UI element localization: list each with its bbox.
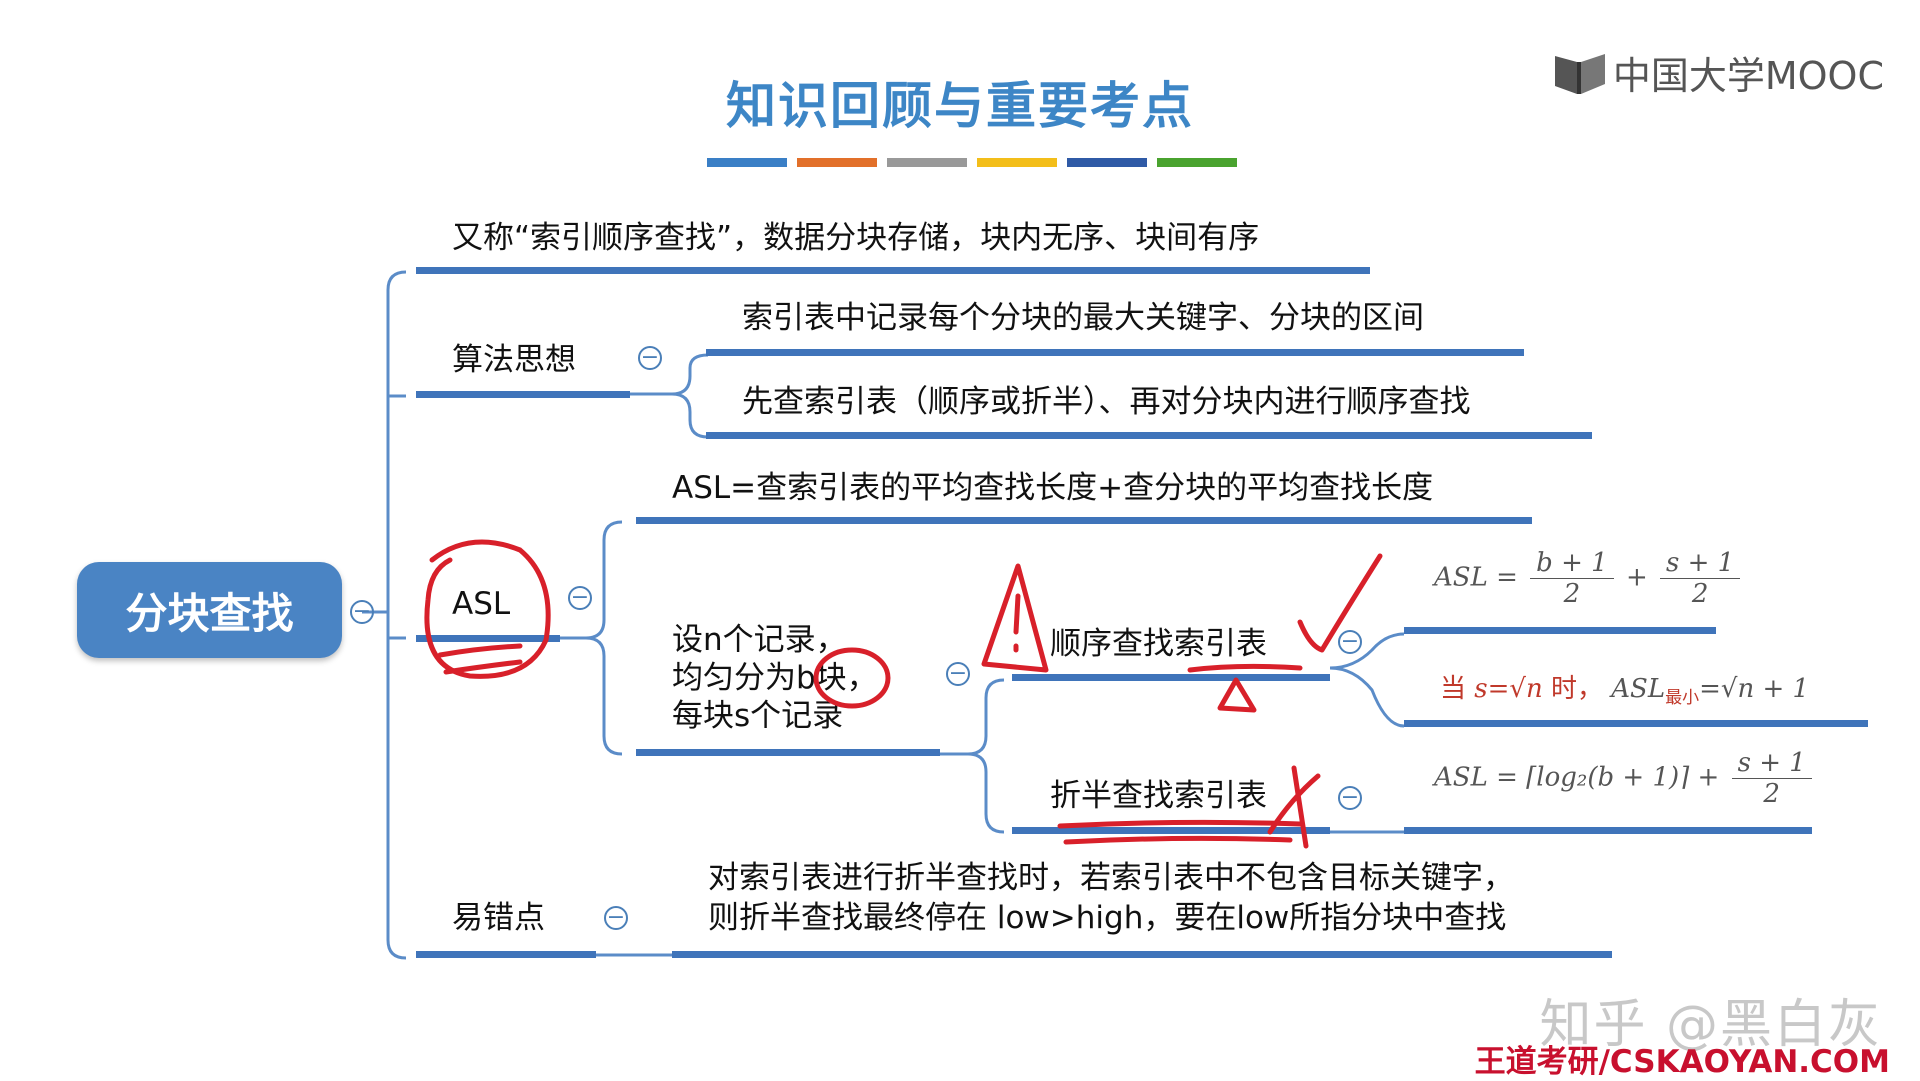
- accent-bar: [707, 158, 787, 167]
- fraction-numerator: s + 1: [1660, 548, 1741, 579]
- warning-triangle-mark: [981, 563, 1049, 673]
- collapse-icon[interactable]: −: [350, 600, 374, 624]
- collapse-icon[interactable]: −: [638, 346, 662, 370]
- intro-text: 又称“索引顺序查找”，数据分块存储，块内无序、块间有序: [452, 220, 1260, 256]
- page-title: 知识回顾与重要考点: [726, 77, 1194, 135]
- formula-asl: ASL: [1611, 674, 1666, 704]
- accent-bar: [887, 158, 967, 167]
- warning-exclaim-mark: [1013, 593, 1021, 653]
- fraction-denominator: 2: [1763, 779, 1780, 809]
- root-node[interactable]: 分块查找: [77, 562, 342, 658]
- fraction-numerator: s + 1: [1731, 748, 1812, 779]
- formula-when: 时，: [1551, 674, 1604, 704]
- cross-mark: [1267, 765, 1321, 849]
- b-block-circle-mark: [813, 647, 891, 709]
- seq-label: 顺序查找索引表: [1050, 626, 1267, 662]
- asl-formula: ASL=查索引表的平均查找长度+查分块的平均查找长度: [672, 470, 1434, 506]
- pitfall-line-1: 对索引表进行折半查找时，若索引表中不包含目标关键字，: [708, 860, 1514, 896]
- delta-mark: [1217, 677, 1257, 713]
- formula-condition: s=√n: [1474, 674, 1543, 704]
- logo-text: 中国大学MOOC: [1612, 54, 1884, 98]
- mooc-logo: 中国大学MOOC: [1553, 45, 1884, 100]
- formula-prefix: 当: [1440, 674, 1467, 704]
- algo-item-1: 索引表中记录每个分块的最大关键字、分块的区间: [742, 300, 1424, 336]
- asl-setup-line-2: 均匀分为b块，: [672, 660, 878, 696]
- formula-rhs: =√n + 1: [1699, 674, 1810, 704]
- pitfall-label: 易错点: [452, 900, 545, 936]
- asl-label: ASL: [452, 586, 511, 622]
- collapse-icon[interactable]: −: [1338, 786, 1362, 810]
- asl-circle-mark: [424, 539, 551, 679]
- asl-setup-line-1: 设n个记录，: [672, 622, 847, 658]
- fraction-denominator: 2: [1563, 579, 1581, 609]
- collapse-icon[interactable]: −: [946, 662, 970, 686]
- asl-setup-line-3: 每块s个记录: [672, 698, 844, 734]
- asl-underline-mark: [437, 643, 523, 675]
- accent-bar: [1157, 158, 1237, 167]
- accent-bar: [1067, 158, 1147, 167]
- accent-bar: [977, 158, 1057, 167]
- algo-item-2: 先查索引表（顺序或折半）、再对分块内进行顺序查找: [742, 384, 1471, 420]
- bin-label: 折半查找索引表: [1050, 778, 1267, 814]
- fraction-denominator: 2: [1691, 579, 1709, 609]
- mooc-book-icon: [1554, 53, 1605, 94]
- zhihu-watermark: 知乎 @黑白灰: [1539, 995, 1882, 1055]
- collapse-icon[interactable]: −: [1338, 630, 1362, 654]
- plus-sign: +: [1625, 562, 1648, 593]
- seq-underline-mark: [1187, 663, 1303, 673]
- algo-label: 算法思想: [452, 342, 576, 378]
- bin-underline-mark: [1057, 819, 1303, 845]
- formula-lhs: ASL =: [1434, 562, 1518, 593]
- cskaoyan-watermark: 王道考研/CSKAOYAN.COM: [1474, 1044, 1890, 1080]
- formula-lhs: ASL = ⌈log₂(b + 1)⌉ +: [1434, 762, 1720, 793]
- check-mark: [1297, 553, 1383, 653]
- seq-formula-2: 当 s=√n 时， ASL最小=√n + 1: [1440, 668, 1809, 708]
- collapse-icon[interactable]: −: [604, 906, 628, 930]
- fraction-numerator: b + 1: [1530, 548, 1614, 579]
- formula-subscript: 最小: [1665, 688, 1700, 709]
- collapse-icon[interactable]: −: [568, 586, 592, 610]
- accent-bar: [797, 158, 877, 167]
- pitfall-line-2: 则折半查找最终停在 low>high，要在low所指分块中查找: [708, 900, 1507, 936]
